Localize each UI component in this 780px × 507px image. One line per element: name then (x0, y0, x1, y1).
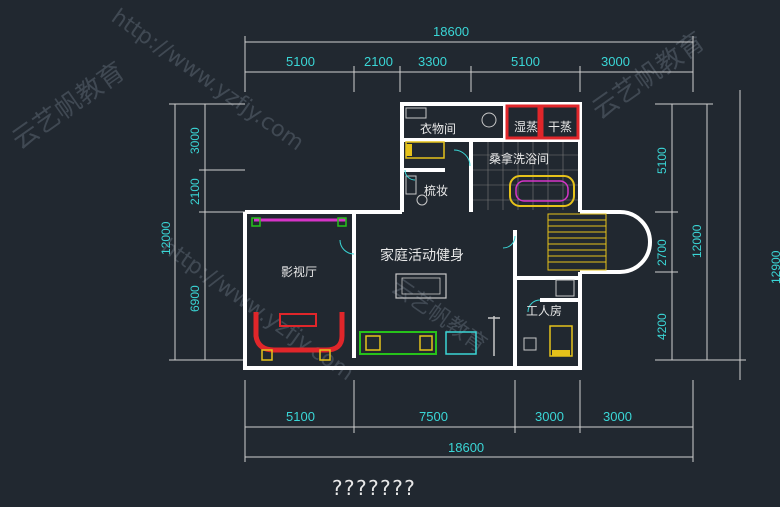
dim-top-segment: 5100 (511, 54, 540, 69)
staircase (547, 213, 607, 271)
staff-room-furniture (523, 279, 575, 357)
room-label-staff-room: 工人房 (526, 303, 562, 318)
dim-bottom-total: 18600 (448, 440, 484, 455)
dim-top-segment: 3300 (418, 54, 447, 69)
dry-steam-room (540, 104, 580, 140)
watermark-text: http://www.yzfjy.com (157, 234, 359, 386)
bathtub (509, 175, 575, 207)
watermark-text: 云艺帆教育 (587, 27, 711, 126)
room-label-dry-steam: 干蒸 (548, 120, 572, 134)
closet-furniture (405, 107, 497, 206)
room-label-closet: 衣物间 (420, 121, 456, 136)
dim-bottom-segment: 3000 (603, 409, 632, 424)
dim-right-segment: 2700 (655, 239, 669, 266)
room-label-theater: 影视厅 (281, 264, 317, 279)
doors (339, 149, 541, 313)
room-label-sauna-bath: 桑拿洗浴间 (489, 151, 549, 166)
theater-furniture (251, 217, 347, 361)
gym-furniture (359, 273, 500, 356)
dim-right-segment: 4200 (655, 313, 669, 340)
dim-left-segment: 3000 (188, 127, 202, 154)
dim-right-segment: 5100 (655, 147, 669, 174)
dim-top-segment: 5100 (286, 54, 315, 69)
dim-bottom-segment: 3000 (535, 409, 564, 424)
dim-top-segment: 3000 (601, 54, 630, 69)
room-label-family-gym: 家庭活动健身 (380, 247, 464, 264)
dim-bottom-segment: 5100 (286, 409, 315, 424)
wet-steam-room (505, 104, 541, 140)
drawing-caption: ??????? (331, 476, 415, 500)
dim-right-inner-total: 12000 (690, 224, 704, 258)
dim-left-segment: 2100 (188, 178, 202, 205)
dim-bottom-segment: 7500 (419, 409, 448, 424)
dim-top-total: 18600 (433, 24, 469, 39)
room-label-dressing: 梳妆 (424, 183, 448, 198)
dimension-lines (169, 36, 746, 462)
walls (243, 102, 652, 370)
watermark-text: http://www.yzfjy.com (107, 4, 309, 156)
dim-left-segment: 6900 (188, 285, 202, 312)
dim-top-segment: 2100 (364, 54, 393, 69)
watermark-text: 云艺帆教育 (7, 57, 131, 156)
dim-right-outer-total: 12900 (769, 250, 780, 284)
dim-left-total: 12000 (159, 221, 173, 255)
room-label-wet-steam: 湿蒸 (514, 119, 538, 134)
